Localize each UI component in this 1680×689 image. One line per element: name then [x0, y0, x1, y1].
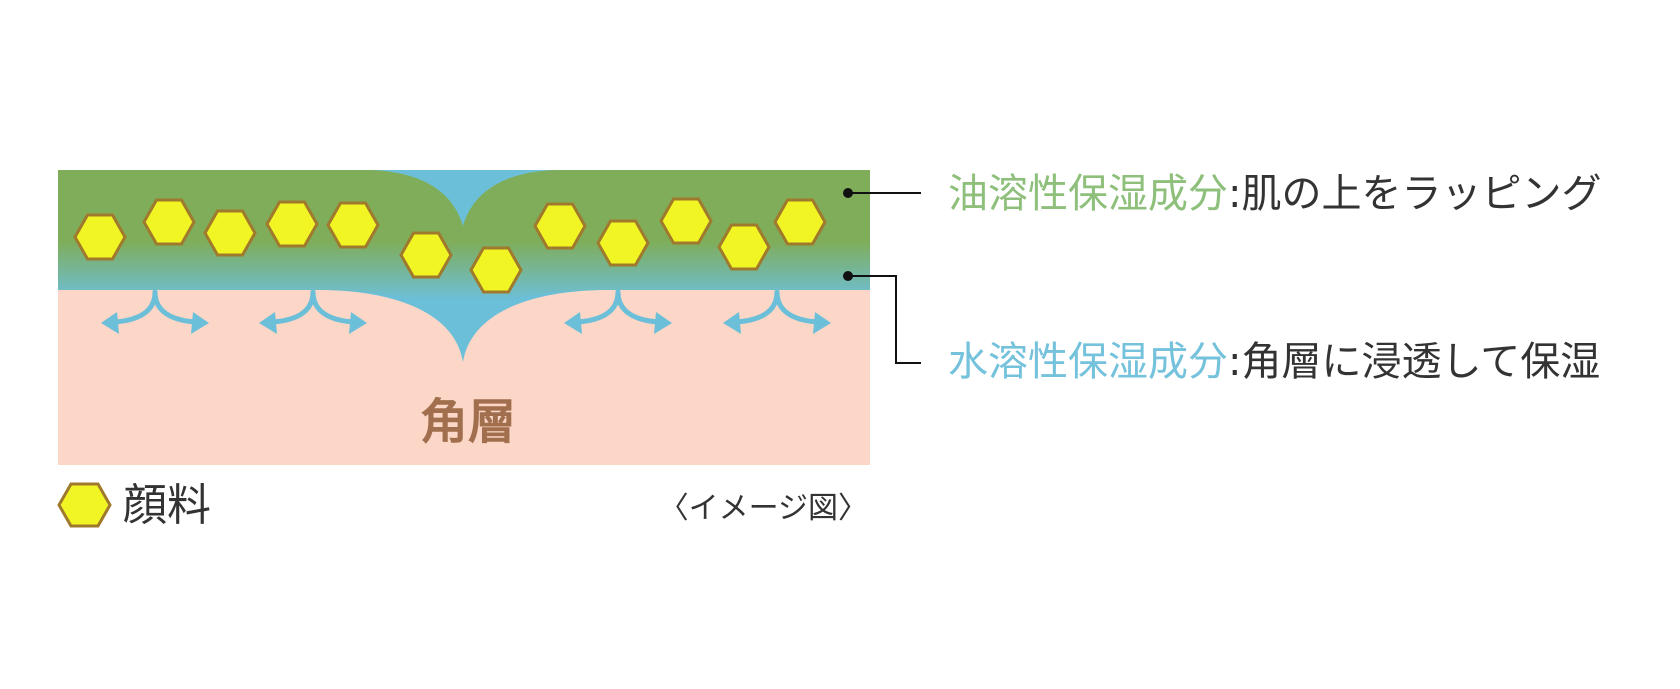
pigment-hexagon [533, 202, 587, 250]
penetration-arrow [564, 289, 672, 334]
layer-label: 角層 [420, 394, 516, 450]
penetration-arrow [723, 289, 831, 334]
water-callout-line [848, 275, 921, 364]
pigment-hexagon [717, 223, 771, 271]
pigment-hexagon [203, 209, 257, 257]
pigment-hexagon [469, 246, 523, 294]
image-caption: 〈イメージ図〉 [659, 491, 868, 526]
pigment-hexagon [773, 198, 827, 246]
penetration-arrow [101, 289, 209, 334]
pigment-hexagon [596, 219, 650, 267]
penetration-arrows [101, 289, 831, 334]
oil-callout: 油溶性保湿成分:肌の上をラッピング [948, 171, 1601, 217]
oil-callout-key: 油溶性保湿成分 [948, 171, 1228, 217]
pigment-hexagon [265, 200, 319, 248]
pigment-hexagon [659, 197, 713, 245]
legend-label: 顔料 [123, 480, 211, 531]
pigment-hexagon [399, 231, 453, 279]
penetration-arrow [259, 289, 367, 334]
hexagon-icon [57, 482, 112, 528]
pigment-hexagon [73, 213, 127, 261]
pigment-hexagon [326, 201, 380, 249]
water-callout: 水溶性保湿成分:角層に浸透して保湿 [948, 339, 1600, 385]
water-callout-key: 水溶性保湿成分 [948, 339, 1228, 385]
oil-callout-separator: : [1228, 171, 1241, 217]
water-callout-description: 角層に浸透して保湿 [1241, 339, 1600, 385]
oil-callout-description: 肌の上をラッピング [1241, 171, 1601, 217]
pigment-particles [73, 197, 827, 294]
pigment-hexagon [142, 198, 196, 246]
oil-soluble-layer [58, 170, 870, 318]
water-callout-separator: : [1228, 339, 1241, 385]
